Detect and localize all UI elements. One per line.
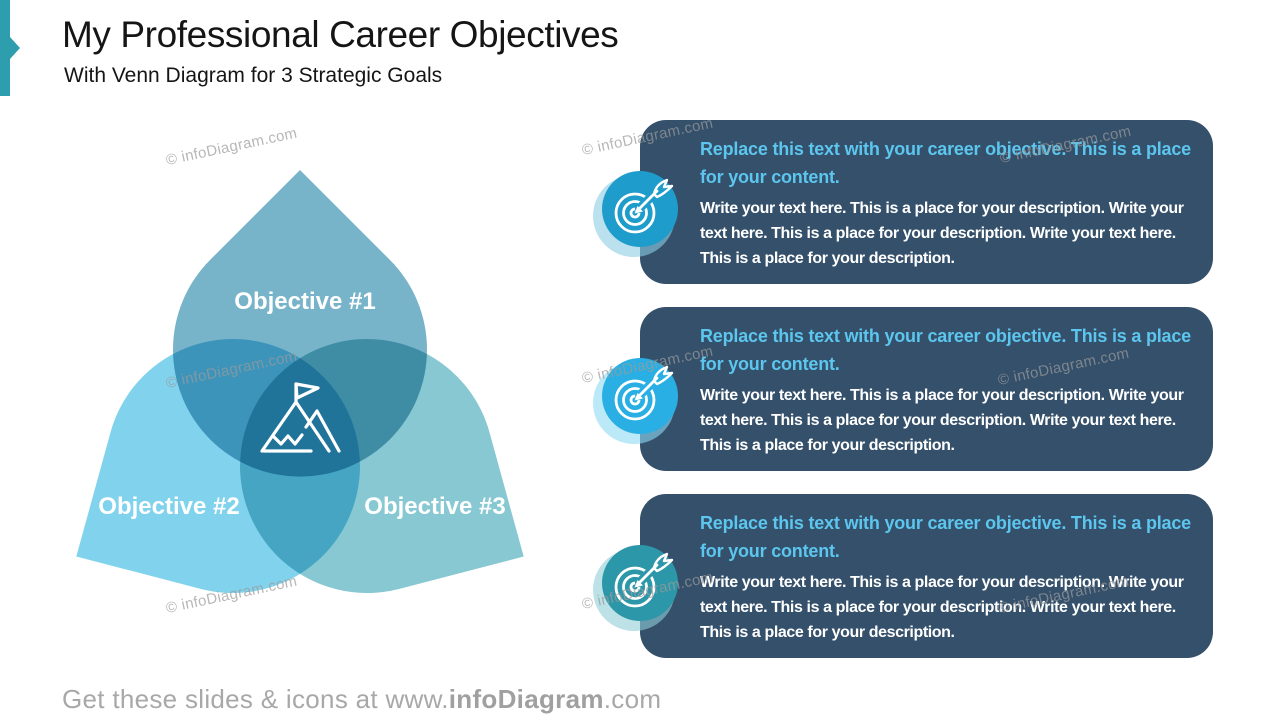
accent-arrow-icon (10, 37, 20, 59)
card-body: Write your text here. This is a place fo… (700, 574, 1184, 641)
target-arrow-icon (593, 358, 678, 444)
footer-brand: infoDiagram (448, 684, 604, 714)
footer-prefix: Get these slides & icons at www. (62, 684, 449, 714)
card-heading: Replace this text with your career objec… (700, 139, 1191, 187)
objective-card-2: Replace this text with your career objec… (640, 307, 1213, 471)
venn-diagram (76, 170, 524, 594)
accent-bar (0, 0, 10, 96)
card-body: Write your text here. This is a place fo… (700, 200, 1184, 267)
card-body: Write your text here. This is a place fo… (700, 387, 1184, 454)
venn-label-objective-2: Objective #2 (98, 493, 240, 520)
target-arrow-icon (593, 545, 678, 631)
footer-credit: Get these slides & icons at www.infoDiag… (62, 684, 661, 715)
card-heading: Replace this text with your career objec… (700, 513, 1191, 561)
card-heading: Replace this text with your career objec… (700, 326, 1191, 374)
page-title: My Professional Career Objectives (62, 14, 619, 55)
venn-petal-3 (240, 339, 524, 594)
mountain-flag-icon (260, 382, 341, 453)
venn-label-objective-1: Objective #1 (234, 288, 376, 315)
objective-card-3: Replace this text with your career objec… (640, 494, 1213, 658)
footer-suffix: .com (603, 684, 662, 714)
objective-card-1: Replace this text with your career objec… (640, 120, 1213, 284)
target-arrow-icon (593, 171, 678, 257)
page-subtitle: With Venn Diagram for 3 Strategic Goals (64, 64, 443, 87)
venn-label-objective-3: Objective #3 (364, 493, 506, 520)
